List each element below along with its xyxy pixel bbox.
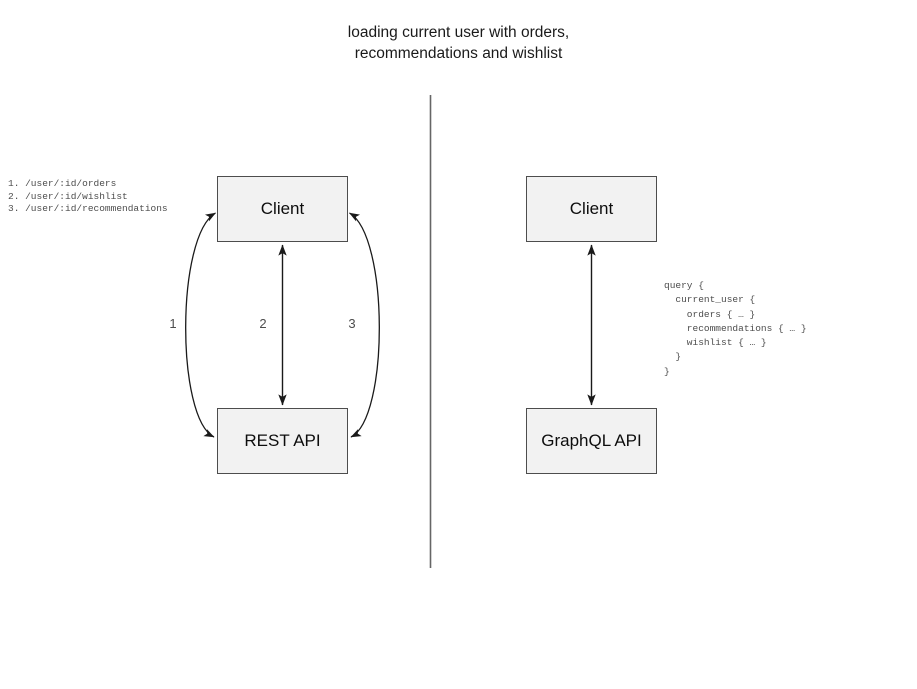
node-graphql-api[interactable]: GraphQL API [526, 408, 657, 474]
node-rest-api-label: REST API [244, 431, 321, 450]
edge-label-3: 3 [348, 316, 356, 331]
rest-endpoints-list: 1. /user/:id/orders 2. /user/:id/wishlis… [8, 178, 168, 214]
node-rest-api[interactable]: REST API [217, 408, 348, 474]
node-rest-client[interactable]: Client [217, 176, 348, 242]
node-graphql-client[interactable]: Client [526, 176, 657, 242]
node-graphql-api-label: GraphQL API [541, 431, 642, 450]
graphql-query-snippet: query { current_user { orders { … } reco… [664, 280, 807, 377]
edge-3-curve [349, 212, 380, 438]
diagram-title: loading current user with orders, recomm… [347, 24, 570, 62]
node-rest-client-label: Client [260, 199, 305, 218]
node-graphql-client-label: Client [569, 199, 614, 218]
edge-label-2: 2 [259, 316, 267, 331]
edge-label-1: 1 [169, 316, 177, 331]
edge-1-curve [185, 212, 216, 438]
